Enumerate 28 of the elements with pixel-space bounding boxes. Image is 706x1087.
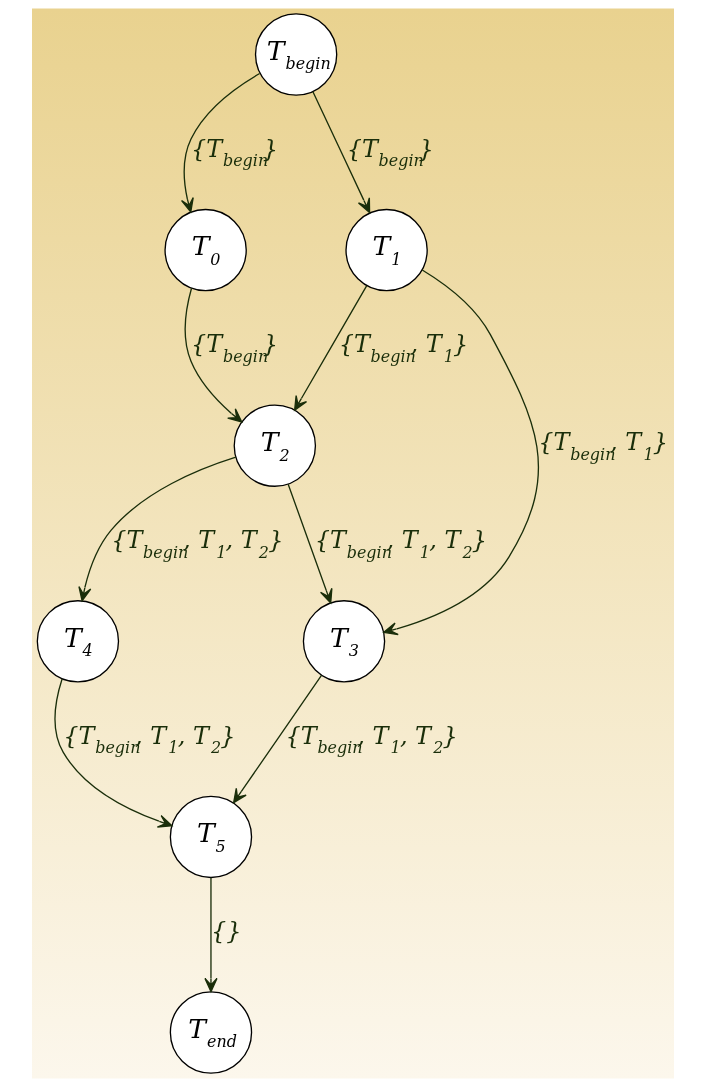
- arrow: [184, 287, 243, 423]
- node-circle: T$_{2}$: [233, 404, 317, 487]
- arrow: [312, 91, 371, 214]
- arrow: [233, 674, 323, 804]
- node-circle: T$_{begin}$: [254, 13, 338, 96]
- arrow: [204, 877, 218, 993]
- arrow: [78, 456, 237, 602]
- arrow: [54, 678, 173, 828]
- arrow: [293, 285, 368, 411]
- arrow: [287, 483, 333, 604]
- edge-label: {T$_{begin}$, T$_{1}$}: [338, 330, 469, 366]
- node-circle: T$_{4}$: [36, 600, 120, 683]
- edge-label: {T$_{begin}$, T$_{1}$, T$_{2}$}: [314, 526, 487, 562]
- node-circle: T$_{end}$: [169, 991, 253, 1074]
- edge-label: {T$_{begin}$, T$_{1}$, T$_{2}$}: [111, 526, 284, 562]
- edge-label: {}: [210, 917, 242, 946]
- edge-label: {T$_{begin}$, T$_{1}$, T$_{2}$}: [285, 721, 458, 758]
- edge-label: {T$_{begin}$}: [191, 330, 279, 366]
- node-circle: T$_{3}$: [302, 600, 386, 683]
- edge-label: {T$_{begin}$}: [346, 134, 434, 171]
- node-circle: T$_{0}$: [164, 208, 247, 292]
- node-circle: T$_{1}$: [345, 208, 428, 292]
- arrow: [180, 72, 261, 213]
- arrow: [383, 269, 540, 636]
- edge-label: {T$_{begin}$, T$_{1}$, T$_{2}$}: [63, 721, 236, 758]
- edge-label: {T$_{begin}$, T$_{1}$}: [538, 428, 668, 464]
- edge-label: {T$_{begin}$}: [191, 134, 279, 171]
- node-circle: T$_{5}$: [169, 795, 253, 879]
